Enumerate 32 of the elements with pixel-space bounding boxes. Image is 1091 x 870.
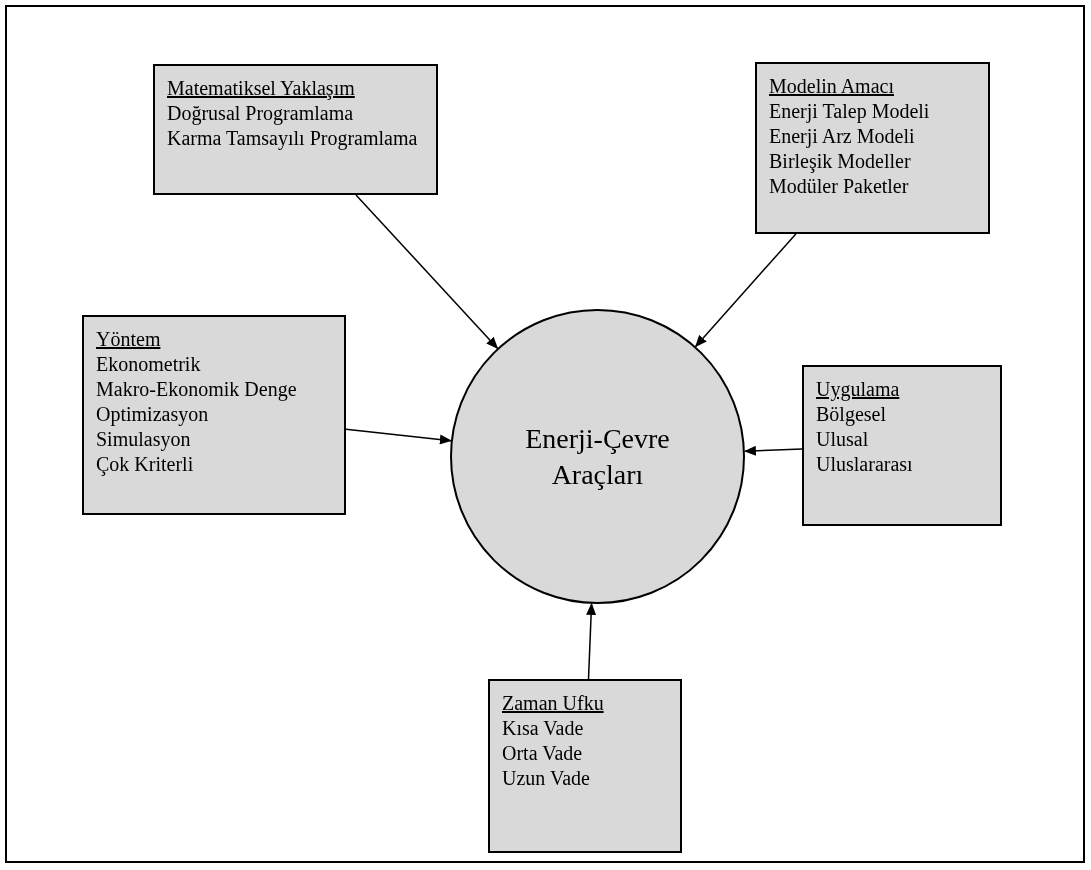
category-box xyxy=(802,365,1002,526)
box-heading: Modelin Amacı xyxy=(769,74,894,99)
list-item: Ulusal xyxy=(816,427,869,452)
box-heading: Yöntem xyxy=(96,327,161,352)
arrow xyxy=(345,428,452,445)
list-item: Uzun Vade xyxy=(502,766,590,791)
list-item: Uluslararası xyxy=(816,452,913,477)
list-item: Ekonometrik xyxy=(96,352,201,377)
box-heading: Matematiksel Yaklaşım xyxy=(167,76,355,101)
box-heading: Uygulama xyxy=(816,377,900,402)
box-heading: Zaman Ufku xyxy=(502,691,604,716)
list-item: Kısa Vade xyxy=(502,716,584,741)
arrow xyxy=(694,233,797,348)
category-box xyxy=(488,679,682,853)
list-item: Birleşik Modeller xyxy=(769,149,911,174)
list-item: Optimizasyon xyxy=(96,402,209,427)
list-item: Enerji Talep Modeli xyxy=(769,99,930,124)
arrow xyxy=(355,194,499,349)
list-item: Doğrusal Programlama xyxy=(167,101,354,126)
category-box xyxy=(153,64,438,195)
category-box xyxy=(755,62,990,234)
list-item: Karma Tamsayılı Programlama xyxy=(167,126,418,151)
list-item: Orta Vade xyxy=(502,741,583,766)
arrow xyxy=(586,602,597,680)
list-item: Makro-Ekonomik Denge xyxy=(96,377,297,402)
list-item: Modüler Paketler xyxy=(769,174,909,199)
list-item: Bölgesel xyxy=(816,402,886,427)
list-item: Çok Kriterli xyxy=(96,452,194,477)
category-box xyxy=(82,315,346,515)
list-item: Enerji Arz Modeli xyxy=(769,124,915,149)
circle-title: Enerji-Çevre Araçları xyxy=(524,421,671,492)
list-item: Simulasyon xyxy=(96,427,191,452)
